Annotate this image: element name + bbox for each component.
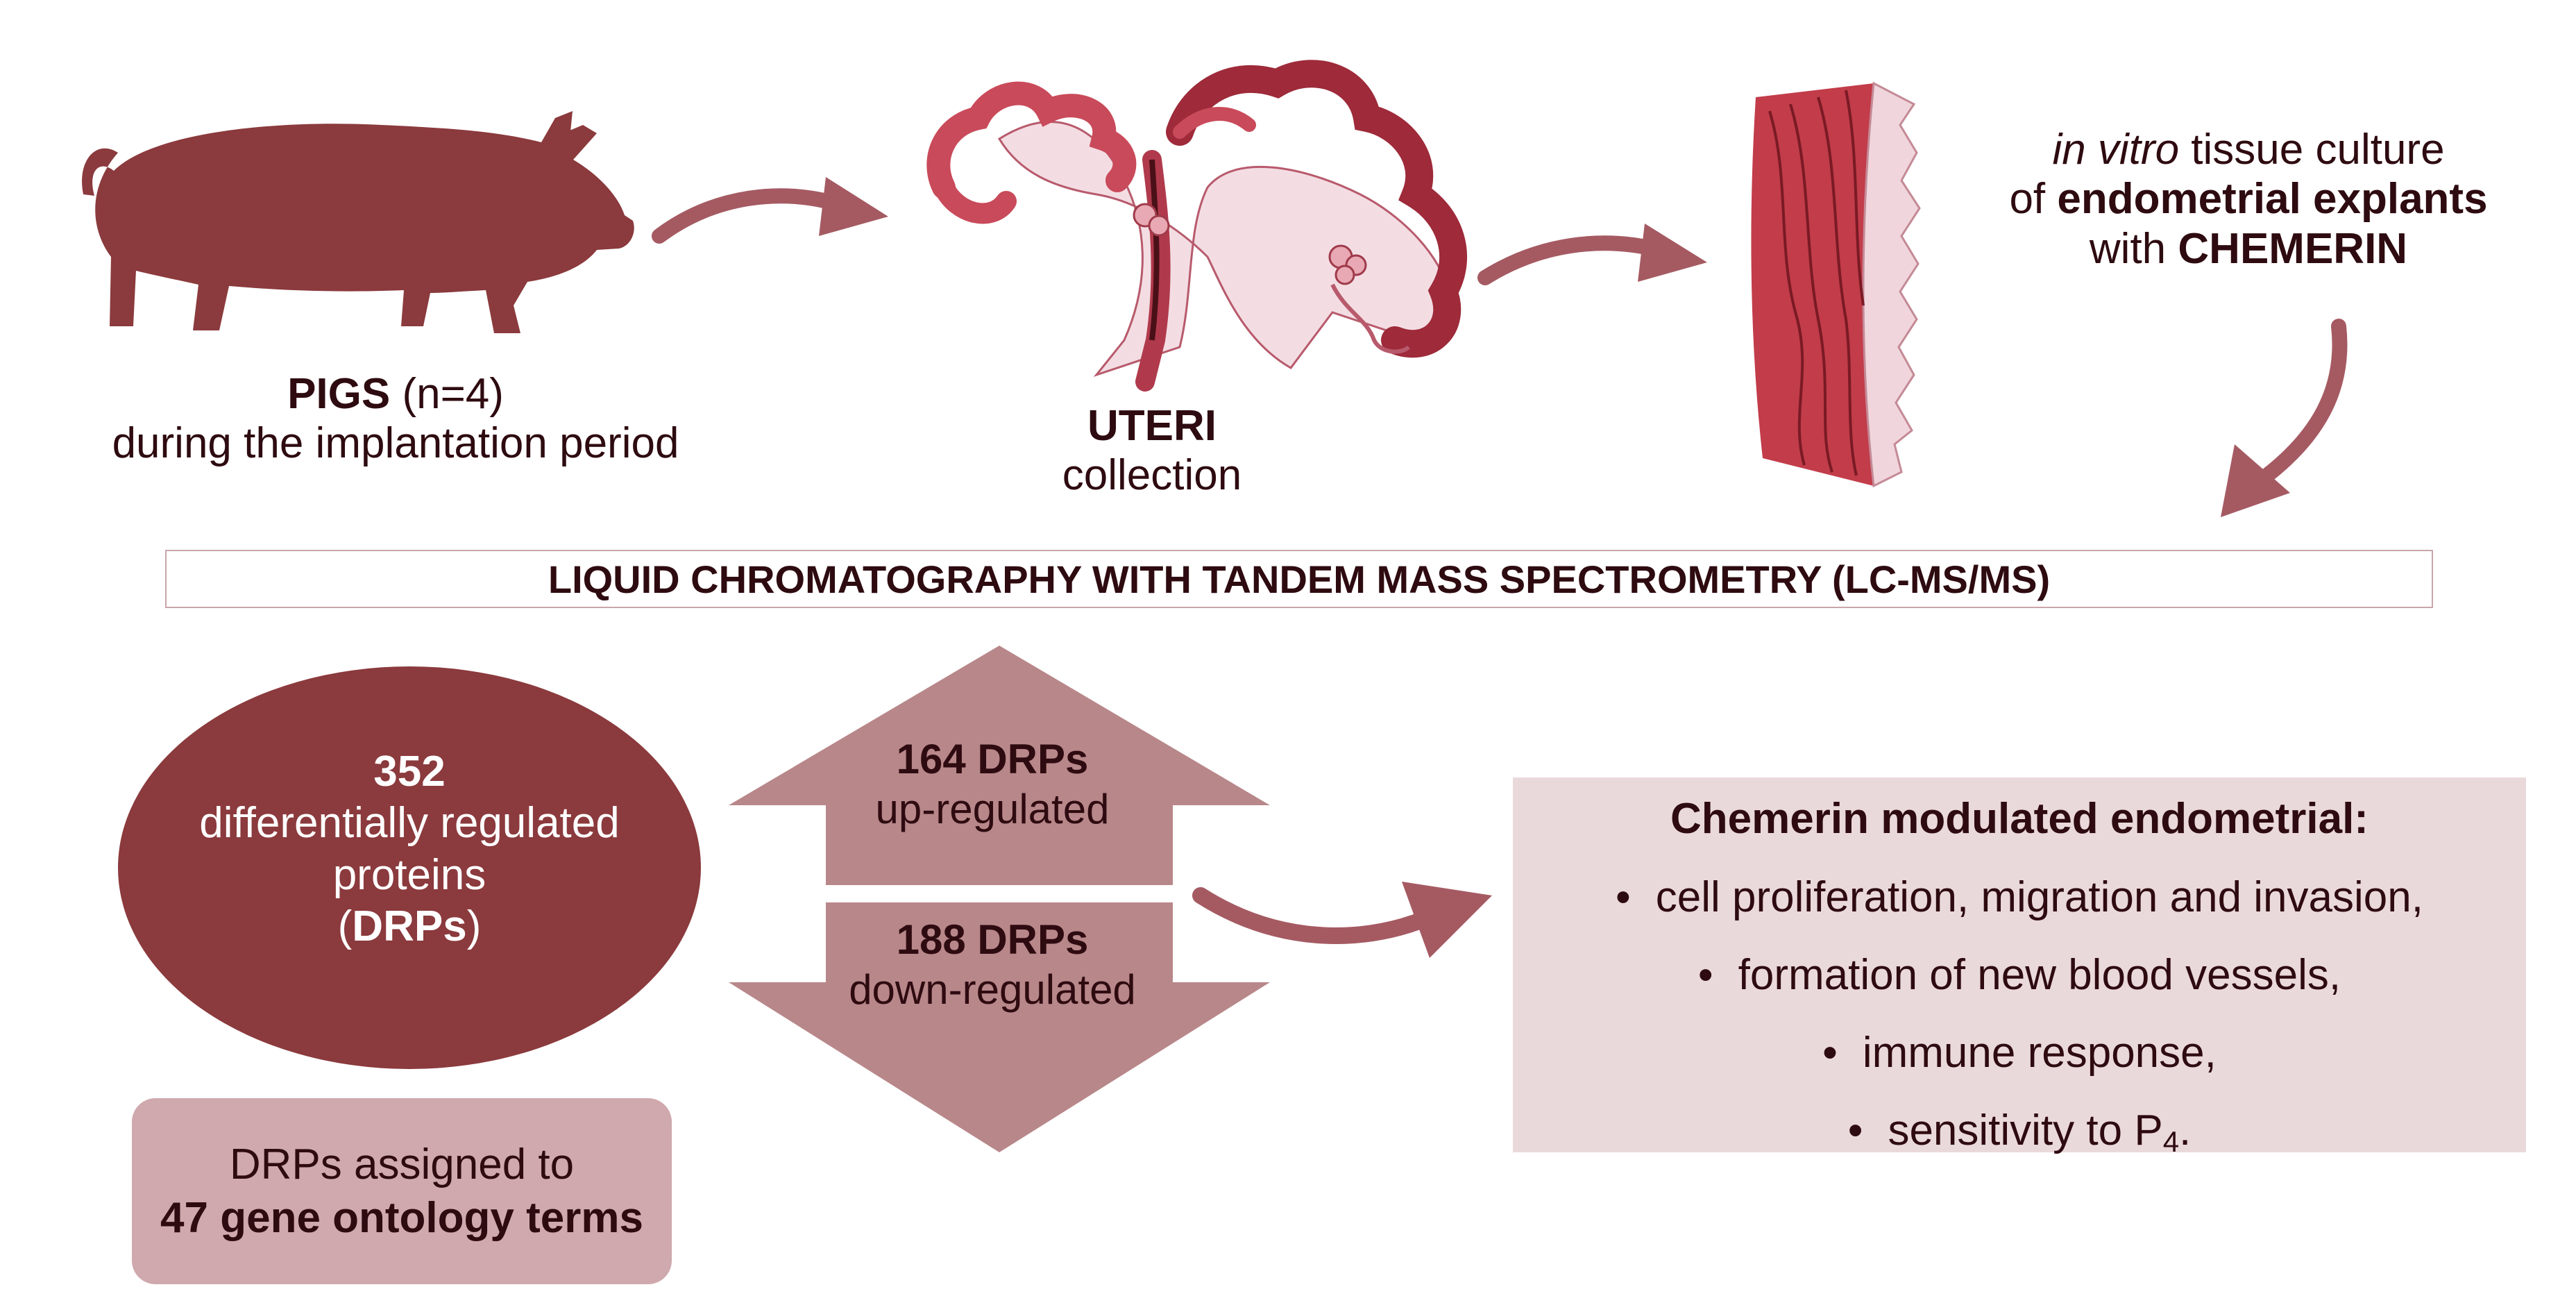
culture-explants: endometrial explants bbox=[2057, 175, 2488, 224]
drps-abbr-line: (DRPs) bbox=[146, 901, 673, 952]
culture-line-2-pre: of bbox=[2009, 175, 2058, 224]
drps-count: 352 bbox=[373, 748, 446, 796]
pigs-title: PIGS bbox=[287, 370, 391, 418]
culture-line-3: with CHEMERIN bbox=[1936, 224, 2561, 274]
uteri-title: UTERI bbox=[1087, 402, 1217, 450]
culture-line-1: in vitro tissue culture bbox=[1936, 125, 2561, 174]
bullet-4: • bbox=[1847, 1107, 1863, 1154]
outcome-title: Chemerin modulated endometrial: bbox=[1670, 795, 2369, 843]
outcome-item-4-post: . bbox=[2179, 1107, 2192, 1154]
outcome-item-2: • formation of new blood vessels, bbox=[1513, 936, 2526, 1014]
drps-summary: 352 differentially regulated proteins (D… bbox=[146, 746, 673, 953]
culture-in-vitro: in vitro bbox=[2052, 126, 2180, 174]
go-line-2: 47 gene ontology terms bbox=[160, 1194, 643, 1242]
down-text: down-regulated bbox=[849, 966, 1136, 1013]
drps-open-paren: ( bbox=[337, 902, 353, 951]
culture-line-1-rest: tissue culture bbox=[2179, 126, 2445, 174]
up-text: up-regulated bbox=[875, 786, 1110, 832]
drps-line-1: differentially regulated bbox=[199, 799, 620, 848]
up-regulated-label: 164 DRPs up-regulated bbox=[763, 734, 1221, 834]
outcome-box: Chemerin modulated endometrial: • cell pr… bbox=[1513, 777, 2526, 1158]
drps-close-paren: ) bbox=[466, 902, 482, 951]
drps-abbr: DRPs bbox=[352, 902, 467, 951]
uterus-illustration bbox=[926, 60, 1467, 392]
go-terms-box: DRPs assigned to 47 gene ontology terms bbox=[132, 1098, 672, 1284]
outcome-item-1-text: cell proliferation, migration and invasi… bbox=[1655, 873, 2423, 921]
uteri-subtitle: collection bbox=[1062, 451, 1242, 500]
lcms-banner: LIQUID CHROMATOGRAPHY WITH TANDEM MASS S… bbox=[165, 550, 2433, 608]
pig-illustration bbox=[82, 111, 634, 333]
outcome-item-3-text: immune response, bbox=[1862, 1029, 2217, 1077]
culture-line-3-pre: with bbox=[2089, 224, 2178, 273]
go-line-1: DRPs assigned to bbox=[229, 1140, 575, 1188]
pigs-caption: PIGS (n=4) during the implantation perio… bbox=[28, 369, 763, 469]
pigs-subtitle: during the implantation period bbox=[112, 419, 679, 468]
arrow-pig-to-uterus bbox=[652, 177, 888, 244]
up-count: 164 DRPs bbox=[896, 736, 1089, 782]
bullet-1: • bbox=[1616, 873, 1631, 921]
uteri-caption: UTERI collection bbox=[944, 401, 1360, 501]
pigs-count: (n=4) bbox=[390, 370, 504, 418]
arrow-culture-to-lcms bbox=[2221, 319, 2348, 517]
down-regulated-label: 188 DRPs down-regulated bbox=[763, 915, 1221, 1015]
down-arrow-shape bbox=[729, 902, 1270, 1152]
drps-ellipse bbox=[118, 666, 701, 1069]
endometrial-tissue-illustration bbox=[1751, 81, 1921, 488]
culture-caption: in vitro tissue culture of endometrial e… bbox=[1936, 125, 2561, 274]
outcome-item-4-text: sensitivity to P bbox=[1888, 1107, 2163, 1154]
culture-chemerin: CHEMERIN bbox=[2178, 224, 2408, 273]
outcome-item-3: • immune response, bbox=[1513, 1014, 2526, 1092]
arrow-uterus-to-tissue bbox=[1477, 224, 1707, 285]
outcome-item-2-text: formation of new blood vessels, bbox=[1738, 951, 2341, 999]
outcome-item-4: • sensitivity to P4. bbox=[1513, 1092, 2526, 1181]
down-count: 188 DRPs bbox=[896, 916, 1089, 963]
bullet-3: • bbox=[1822, 1029, 1838, 1077]
outcome-item-1: • cell proliferation, migration and invas… bbox=[1513, 859, 2526, 936]
pigs-title-line: PIGS (n=4) bbox=[28, 369, 763, 419]
bullet-2: • bbox=[1697, 951, 1713, 999]
arrow-drps-to-outcome bbox=[1192, 882, 1492, 958]
outcome-item-4-sub: 4 bbox=[2162, 1125, 2180, 1158]
drps-line-2: proteins bbox=[332, 850, 486, 899]
up-arrow-shape bbox=[729, 646, 1270, 885]
culture-line-2: of endometrial explants bbox=[1936, 174, 2561, 224]
